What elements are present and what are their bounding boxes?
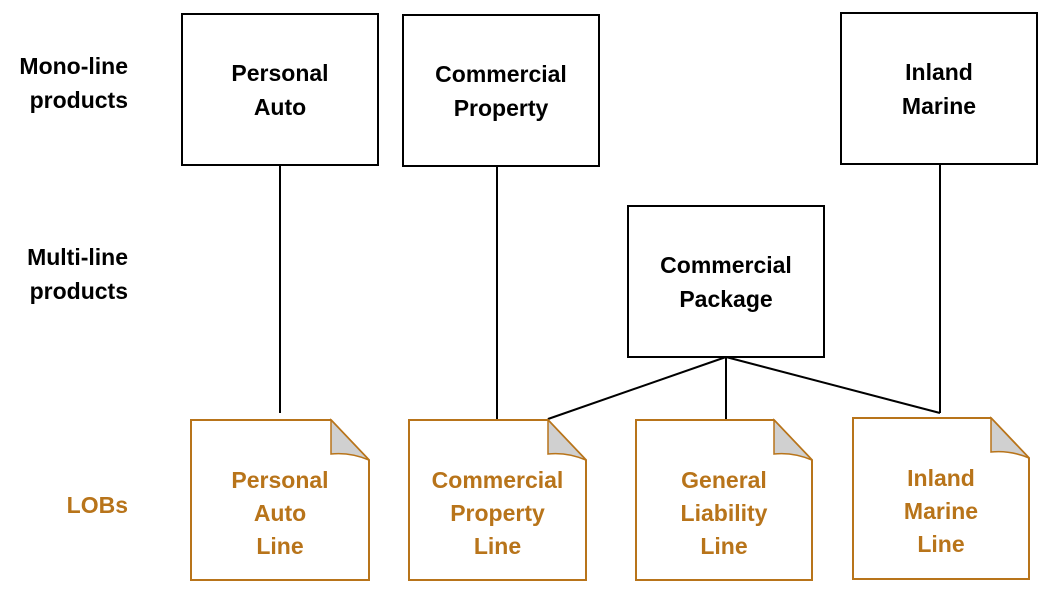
lob-doc-personal-auto: [190, 418, 370, 581]
lob-label-inland-marine-line: Inland Marine Line: [903, 464, 979, 557]
connector-package-to-property: [547, 356, 727, 420]
lob-label-personal-auto-line: Personal Auto Line: [231, 466, 329, 559]
row-label-mono-line: Mono-line products: [19, 53, 128, 113]
row-label-multi-line: Multi-line products: [27, 244, 128, 304]
lob-doc-inland-marine: [852, 416, 1030, 580]
product-box-personal-auto: Personal Auto: [181, 13, 379, 166]
connector-package-to-marine: [725, 356, 941, 414]
lob-doc-general-liability: [635, 418, 813, 581]
product-box-commercial-package: Commercial Package: [627, 205, 825, 358]
product-box-inland-marine: Inland Marine: [840, 12, 1038, 165]
product-box-commercial-property: Commercial Property: [402, 14, 600, 167]
row-label-lobs: LOBs: [66, 492, 128, 518]
lob-label-commercial-property-line: Commercial Property Line: [431, 466, 564, 559]
lob-label-general-liability-line: General Liability Line: [680, 466, 768, 559]
lob-doc-commercial-property: [408, 418, 587, 581]
